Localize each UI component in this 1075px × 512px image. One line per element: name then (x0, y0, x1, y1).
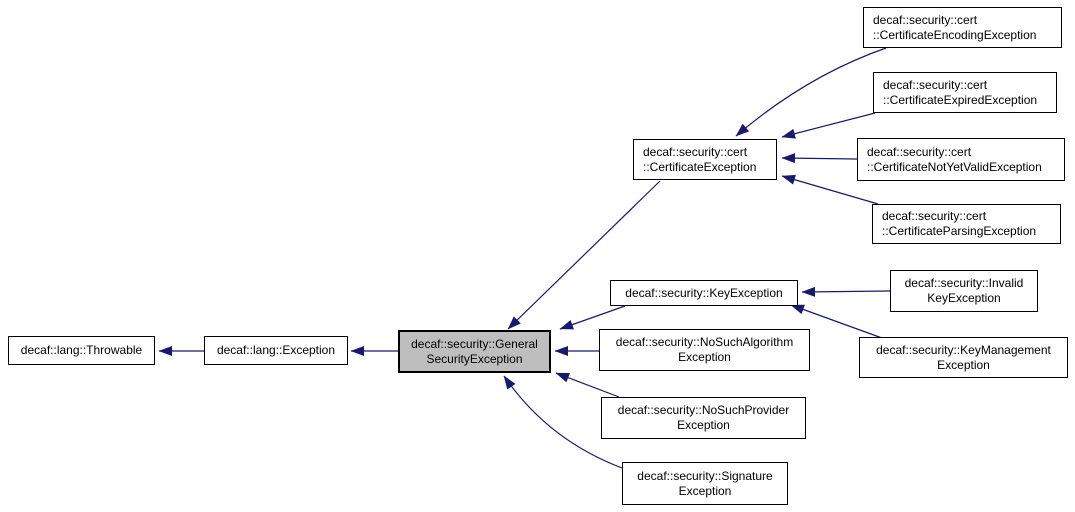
node-label-line2: KeyException (927, 291, 1001, 305)
node-label-line1: decaf::security::cert (883, 77, 988, 92)
node-label-line2: Exception (678, 350, 731, 364)
node-label-line2: Exception (678, 483, 732, 498)
node-label-line2: SecurityException (426, 351, 523, 366)
edge-certencoding-to-certexception (735, 47, 887, 137)
node-certificatenotyetvalidexception[interactable]: decaf::security::cert ::CertificateNotYe… (857, 138, 1065, 181)
node-certificateexpiredexception[interactable]: decaf::security::cert ::CertificateExpir… (873, 72, 1057, 113)
node-label-line1: decaf::security::KeyManagement (876, 342, 1051, 357)
node-label-line1: decaf::security::NoSuchProvider (617, 403, 790, 417)
node-generalsecurityexception[interactable]: decaf::security::General SecurityExcepti… (398, 330, 551, 373)
node-label-line1: decaf::security::NoSuchAlgorithm (615, 335, 794, 349)
node-nosuchalgorithmexception[interactable]: decaf::security::NoSuchAlgorithm Excepti… (599, 329, 810, 371)
node-certificateencodingexception[interactable]: decaf::security::cert ::CertificateEncod… (863, 7, 1062, 48)
node-certificateexception[interactable]: decaf::security::cert ::CertificateExcep… (633, 139, 777, 180)
node-decaf-lang-throwable[interactable]: decaf::lang::Throwable (8, 336, 155, 365)
node-label-line1: decaf::security::cert (867, 144, 972, 159)
node-label-line2: ::CertificateEncodingException (873, 27, 1037, 42)
node-label-line2: Exception (677, 418, 730, 432)
node-label: decaf::lang::Throwable (20, 343, 143, 357)
node-label-line2: Exception (937, 357, 990, 372)
edge-invalidkey-to-keyexception (801, 286, 891, 297)
node-decaf-lang-exception[interactable]: decaf::lang::Exception (204, 336, 348, 365)
node-label-line1: decaf::security::cert (873, 12, 978, 27)
edge-keyexception-to-general (559, 305, 626, 330)
node-label-line2: ::CertificateExpiredException (883, 92, 1038, 107)
node-label-line1: decaf::security::Invalid (904, 276, 1024, 290)
node-keyexception[interactable]: decaf::security::KeyException (610, 280, 798, 306)
node-label-line1: decaf::security::cert (643, 144, 748, 159)
node-invalidkeyexception[interactable]: decaf::security::Invalid KeyException (890, 270, 1038, 312)
node-nosuchproviderexception[interactable]: decaf::security::NoSuchProvider Exceptio… (601, 397, 806, 439)
edge-certificateexception-to-general (507, 180, 661, 330)
edge-certnotyetvalid-to-certexception (781, 153, 858, 164)
node-label-line1: decaf::security::Signature (637, 468, 773, 483)
node-certificateparsingexception[interactable]: decaf::security::cert ::CertificateParsi… (872, 204, 1061, 244)
node-label-line1: decaf::security::cert (882, 209, 987, 223)
node-label-line2: ::CertificateParsingException (882, 224, 1037, 238)
edge-certexpired-to-certexception (781, 112, 876, 139)
node-label-line2: ::CertificateNotYetValidException (867, 159, 1042, 174)
node-signatureexception[interactable]: decaf::security::Signature Exception (622, 462, 788, 505)
edge-certparsing-to-certexception (781, 174, 879, 205)
edge-nosuchprovider-to-general (555, 372, 620, 398)
edge-signature-to-general (503, 375, 623, 469)
node-label-line1: decaf::security::General (411, 336, 538, 351)
node-keymanagementexception[interactable]: decaf::security::KeyManagement Exception (859, 337, 1068, 378)
node-label: decaf::lang::Exception (216, 343, 336, 357)
edge-keymanagement-to-keyexception (790, 304, 883, 339)
node-label-line2: ::CertificateException (643, 159, 757, 174)
node-label: decaf::security::KeyException (625, 285, 783, 300)
